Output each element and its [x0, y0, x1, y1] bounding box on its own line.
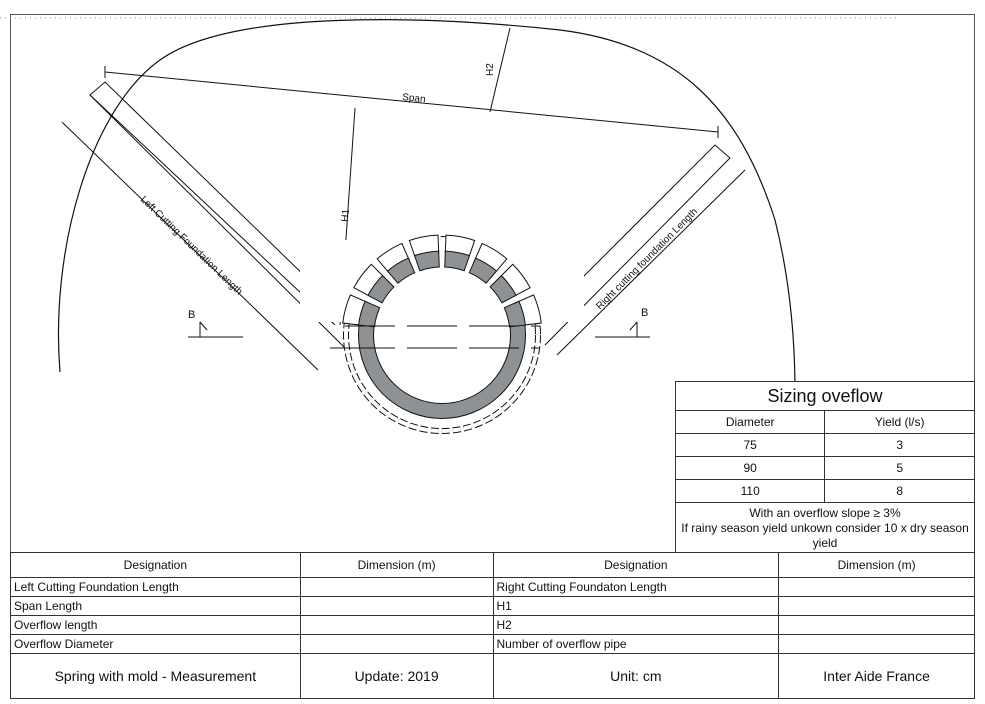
right-length-label: Right cutting foundation Length	[594, 206, 700, 312]
table-row: Overflow Diameter Number of overflow pipe	[10, 634, 975, 654]
yield-cell: 8	[824, 479, 975, 503]
dimension-cell[interactable]	[778, 615, 975, 635]
header-dimension: Dimension (m)	[299, 552, 494, 578]
note-slope: With an overflow slope ≥ 3%	[749, 506, 901, 520]
well-structure	[300, 234, 584, 434]
diameter-cell: 110	[674, 479, 826, 503]
spring-catchment-outline	[57, 19, 796, 393]
dimension-cell[interactable]	[299, 634, 494, 654]
dimension-cell[interactable]	[299, 615, 494, 635]
span-dimension	[104, 66, 719, 138]
concrete-block	[367, 274, 395, 304]
section-label-left: B	[188, 309, 195, 321]
yield-cell: 5	[824, 456, 975, 480]
designation-cell: Overflow length	[10, 615, 301, 635]
designation-cell: Span Length	[10, 596, 301, 616]
title-block: Spring with mold - Measurement Update: 2…	[10, 653, 975, 699]
left-length-label: Left Cutting Foundation Length	[138, 194, 244, 297]
section-label-right: B	[641, 307, 648, 319]
note-rainy-season: If rainy season yield unkown consider 10…	[681, 521, 969, 550]
header-dimension: Dimension (m)	[778, 552, 975, 578]
left-length-dimension	[61, 121, 319, 371]
dimension-cell[interactable]	[299, 596, 494, 616]
yield-cell: 3	[824, 433, 975, 457]
table-row: Overflow length H2	[10, 615, 975, 635]
unit-label: Unit: cm	[492, 653, 780, 699]
right-length-dimension	[556, 169, 746, 356]
h2-dimension	[489, 27, 511, 113]
span-label: Span	[402, 92, 426, 105]
dimension-cell[interactable]	[778, 577, 975, 597]
h2-label: H2	[485, 63, 496, 76]
dimensions-table: Designation Dimension (m) Designation Di…	[10, 552, 975, 699]
h1-label: H1	[340, 208, 352, 222]
concrete-block	[489, 274, 517, 304]
sizing-note: With an overflow slope ≥ 3%If rainy seas…	[675, 502, 975, 555]
drawing-title: Spring with mold - Measurement	[10, 653, 301, 699]
concrete-block	[413, 250, 440, 272]
designation-cell: Overflow Diameter	[10, 634, 301, 654]
designation-cell: Number of overflow pipe	[492, 634, 780, 654]
sizing-title: Sizing oveflow	[675, 381, 975, 411]
update-year: Update: 2019	[299, 653, 494, 699]
concrete-block	[503, 300, 526, 328]
concrete-block	[386, 257, 416, 284]
designation-cell: H2	[492, 615, 780, 635]
section-mark-left	[188, 321, 243, 338]
header-diameter: Diameter	[674, 410, 826, 434]
designation-cell: Left Cutting Foundation Length	[10, 577, 301, 597]
header-yield: Yield (l/s)	[824, 410, 975, 434]
header-designation: Designation	[10, 552, 301, 578]
diameter-cell: 90	[674, 456, 826, 480]
concrete-block	[358, 300, 381, 328]
designation-cell: H1	[492, 596, 780, 616]
dimension-cell[interactable]	[778, 634, 975, 654]
dimension-cell[interactable]	[778, 596, 975, 616]
dimension-cell[interactable]	[299, 577, 494, 597]
organization-name: Inter Aide France	[778, 653, 975, 699]
concrete-block	[444, 250, 471, 272]
right-cutting-foundation	[534, 144, 731, 346]
table-row: Left Cutting Foundation Length Right Cutt…	[10, 577, 975, 597]
table-row: Span Length H1	[10, 596, 975, 616]
concrete-block	[468, 257, 498, 284]
section-mark-right	[595, 321, 650, 338]
diameter-cell: 75	[674, 433, 826, 457]
header-designation: Designation	[492, 552, 780, 578]
designation-cell: Right Cutting Foundaton Length	[492, 577, 780, 597]
